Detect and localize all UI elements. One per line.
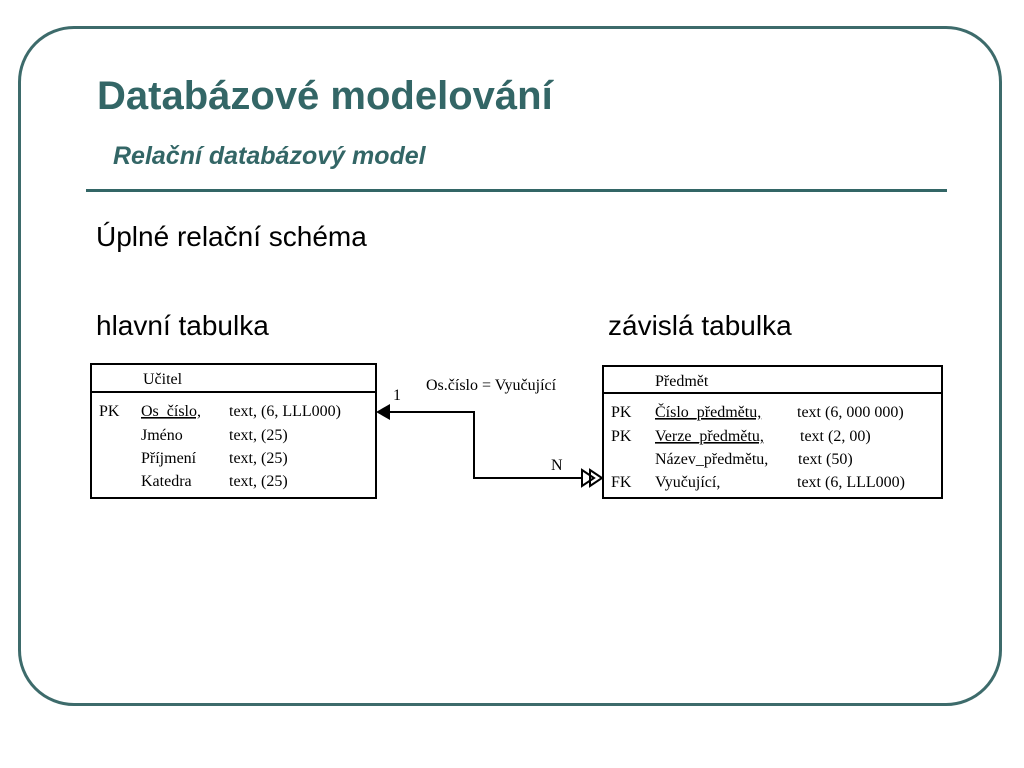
dependent-table-key: PK [611, 404, 632, 421]
main-table-caption: hlavní tabulka [96, 310, 269, 341]
main-table-field: Příjmení [141, 450, 197, 467]
dependent-table-caption: závislá tabulka [608, 310, 792, 341]
title-divider [86, 189, 947, 192]
main-table-name: Učitel [143, 371, 183, 388]
main-table-type: text, (25) [229, 427, 288, 444]
main-table-type: text, (6, LLL000) [229, 403, 341, 420]
main-table: Učitel PK Os_číslo, text, (6, LLL000) Jm… [90, 363, 377, 499]
dependent-table-field: Číslo_předmětu, [655, 402, 761, 421]
many-side-arrowhead-second [589, 468, 604, 488]
main-table-field: Katedra [141, 473, 192, 490]
one-side-cardinality: 1 [393, 387, 401, 404]
many-side-cardinality: N [551, 457, 563, 474]
dependent-table-key: PK [611, 428, 632, 445]
schema-heading: Úplné relační schéma [96, 221, 367, 252]
dependent-table-type: text (6, 000 000) [797, 404, 904, 421]
slide-title: Databázové modelování [97, 74, 553, 118]
dependent-table-type: text (50) [798, 451, 853, 468]
dependent-table-name: Předmět [655, 373, 709, 390]
dependent-table-field: Verze_předmětu, [655, 428, 764, 445]
slide-frame [18, 26, 1002, 706]
main-table-type: text, (25) [229, 473, 288, 490]
many-side-arrowhead [581, 468, 596, 488]
main-table-border [90, 363, 377, 499]
dependent-table-field: Název_předmětu, [655, 451, 768, 468]
relationship-line [388, 411, 582, 479]
slide-subtitle: Relační databázový model [113, 142, 426, 170]
dependent-table-type: text (6, LLL000) [797, 474, 905, 491]
relationship-connector: 1 N Os.číslo = Vyučující [376, 377, 604, 488]
relationship-label: Os.číslo = Vyučující [426, 377, 557, 394]
dependent-table-border [602, 365, 943, 499]
main-table-type: text, (25) [229, 450, 288, 467]
dependent-table: Předmět PK Číslo_předmětu, text (6, 000 … [602, 365, 943, 499]
main-table-field: Os_číslo, [141, 403, 201, 420]
dependent-table-key: FK [611, 474, 632, 491]
main-table-key: PK [99, 403, 120, 420]
one-side-arrowhead [376, 404, 390, 420]
dependent-table-field: Vyučující, [655, 474, 720, 491]
dependent-table-type: text (2, 00) [800, 428, 871, 445]
main-table-field: Jméno [141, 427, 183, 444]
